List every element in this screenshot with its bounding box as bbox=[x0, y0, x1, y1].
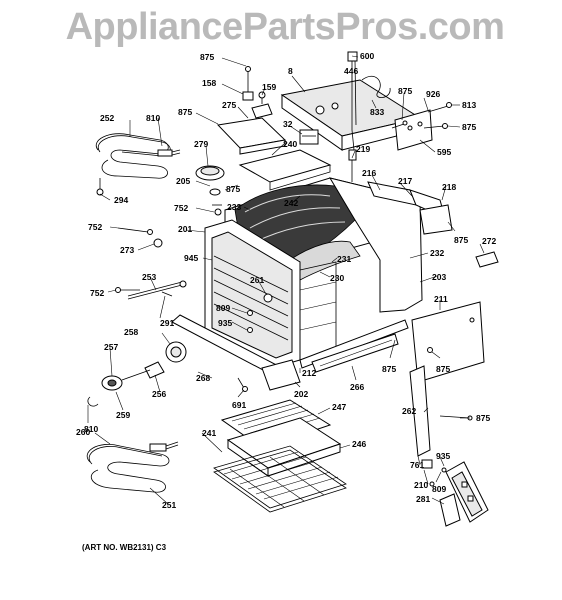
label-926: 926 bbox=[426, 89, 440, 99]
light-279 bbox=[195, 165, 225, 181]
bracket-595 bbox=[394, 109, 433, 151]
label-945: 945 bbox=[184, 253, 198, 263]
label-752: 752 bbox=[90, 288, 104, 298]
rod-219 bbox=[348, 149, 357, 182]
label-159: 159 bbox=[262, 82, 276, 92]
label-691: 691 bbox=[232, 400, 246, 410]
label-257: 257 bbox=[104, 342, 118, 352]
bake-element-252 bbox=[95, 133, 181, 196]
label-294: 294 bbox=[114, 195, 128, 205]
label-203: 203 bbox=[432, 272, 446, 282]
label-211: 211 bbox=[434, 294, 448, 304]
label-260: 260 bbox=[76, 427, 90, 437]
duct-240 bbox=[238, 149, 332, 191]
cover-plate-275 bbox=[216, 117, 287, 155]
label-875: 875 bbox=[200, 52, 214, 62]
label-201: 201 bbox=[178, 224, 192, 234]
label-158: 158 bbox=[202, 78, 216, 88]
screws-752 bbox=[115, 227, 163, 293]
label-875: 875 bbox=[382, 364, 396, 374]
label-291: 291 bbox=[160, 318, 174, 328]
label-32: 32 bbox=[283, 119, 293, 129]
screw-691 bbox=[237, 377, 248, 392]
label-230: 230 bbox=[330, 273, 344, 283]
plate-272 bbox=[475, 251, 499, 268]
bracket-262 bbox=[409, 365, 473, 457]
label-272: 272 bbox=[482, 236, 496, 246]
label-875: 875 bbox=[454, 235, 468, 245]
label-246: 246 bbox=[352, 439, 366, 449]
label-217: 217 bbox=[398, 176, 412, 186]
label-262: 262 bbox=[402, 406, 416, 416]
label-218: 218 bbox=[442, 182, 456, 192]
hinge-281 bbox=[439, 461, 489, 527]
burner-parts bbox=[87, 341, 187, 407]
fasteners-261-809-935 bbox=[247, 293, 273, 333]
art-number: (ART NO. WB2131) C3 bbox=[82, 543, 167, 552]
label-875: 875 bbox=[178, 107, 192, 117]
label-212: 212 bbox=[302, 368, 316, 378]
thermostat-159 bbox=[242, 66, 273, 119]
label-809: 809 bbox=[216, 303, 230, 313]
label-210: 210 bbox=[414, 480, 428, 490]
label-875: 875 bbox=[462, 122, 476, 132]
label-219: 219 bbox=[356, 144, 370, 154]
label-252: 252 bbox=[100, 113, 114, 123]
oven-cavity bbox=[171, 177, 453, 391]
switch-32 bbox=[299, 129, 319, 145]
label-752: 752 bbox=[88, 222, 102, 232]
fasteners-top-right bbox=[391, 102, 452, 129]
label-446: 446 bbox=[344, 66, 358, 76]
label-595: 595 bbox=[437, 147, 451, 157]
label-761: 761 bbox=[410, 460, 424, 470]
label-813: 813 bbox=[462, 100, 476, 110]
label-253: 253 bbox=[142, 272, 156, 282]
label-240: 240 bbox=[283, 139, 297, 149]
parts-210-935-809 bbox=[421, 459, 447, 487]
side-panel-211 bbox=[411, 301, 485, 383]
label-261: 261 bbox=[250, 275, 264, 285]
part-labels: 600 875 8 446 158 159 875 926 813 875 83… bbox=[76, 51, 496, 510]
label-600: 600 bbox=[360, 51, 374, 61]
oven-rack-241 bbox=[213, 445, 347, 513]
label-241: 241 bbox=[202, 428, 216, 438]
label-275: 275 bbox=[222, 100, 236, 110]
label-281: 281 bbox=[416, 494, 430, 504]
label-242: 242 bbox=[284, 198, 298, 208]
label-273: 273 bbox=[120, 245, 134, 255]
label-935: 935 bbox=[218, 318, 232, 328]
label-258: 258 bbox=[124, 327, 138, 337]
label-752: 752 bbox=[174, 203, 188, 213]
label-202: 202 bbox=[294, 389, 308, 399]
label-875: 875 bbox=[436, 364, 450, 374]
label-935: 935 bbox=[436, 451, 450, 461]
label-875-side: 875 bbox=[476, 413, 490, 423]
label-259: 259 bbox=[116, 410, 130, 420]
label-8: 8 bbox=[288, 66, 293, 76]
rod-253 bbox=[127, 280, 187, 300]
label-875: 875 bbox=[226, 184, 240, 194]
label-247: 247 bbox=[332, 402, 346, 412]
label-205: 205 bbox=[176, 176, 190, 186]
label-251: 251 bbox=[162, 500, 176, 510]
label-266: 266 bbox=[350, 382, 364, 392]
label-231: 231 bbox=[337, 254, 351, 264]
leader-lines bbox=[87, 55, 485, 505]
label-279: 279 bbox=[194, 139, 208, 149]
label-810-lower: 810 bbox=[84, 424, 98, 434]
watermark: AppliancePartsPros.com bbox=[65, 6, 505, 48]
label-833: 833 bbox=[370, 107, 384, 117]
label-256: 256 bbox=[152, 389, 166, 399]
label-809: 809 bbox=[432, 484, 446, 494]
label-268: 268 bbox=[196, 373, 210, 383]
label-233: 233 bbox=[227, 202, 241, 212]
label-216: 216 bbox=[362, 168, 376, 178]
label-810: 810 bbox=[146, 113, 160, 123]
broil-element-251 bbox=[86, 441, 179, 493]
small-parts-205-233 bbox=[209, 188, 222, 216]
label-232: 232 bbox=[430, 248, 444, 258]
label-875: 875 bbox=[398, 86, 412, 96]
